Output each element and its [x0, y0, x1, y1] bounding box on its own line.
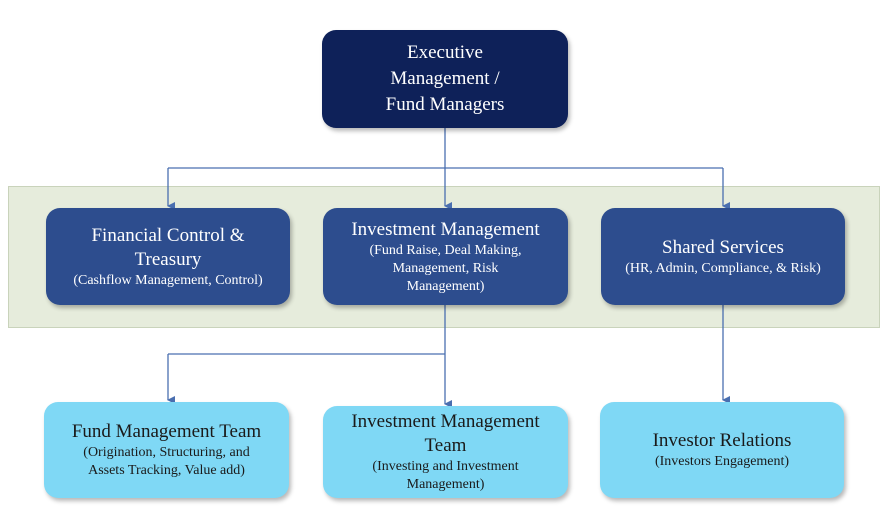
fund-management-team-box: Fund Management Team (Origination, Struc…	[44, 402, 289, 498]
investment-management-title: Investment Management	[351, 218, 540, 240]
investment-management-box: Investment Management (Fund Raise, Deal …	[323, 208, 568, 305]
investor-relations-subtitle: (Investors Engagement)	[654, 454, 790, 469]
investment-management-team-subtitle: (Investing and Investment Management)	[372, 459, 519, 492]
financial-control-subtitle: (Cashflow Management, Control)	[73, 272, 263, 288]
shared-services-box: Shared Services (HR, Admin, Compliance, …	[601, 208, 845, 305]
investor-relations-box: Investor Relations (Investors Engagement…	[600, 402, 844, 498]
financial-control-box: Financial Control & Treasury (Cashflow M…	[46, 208, 290, 305]
investor-relations-title: Investor Relations	[652, 430, 792, 451]
shared-services-title: Shared Services	[662, 236, 784, 258]
investment-management-subtitle: (Fund Raise, Deal Making, Management, Ri…	[369, 242, 522, 294]
executive-management-box: Executive Management / Fund Managers	[322, 30, 568, 128]
executive-management-title: Executive Management / Fund Managers	[385, 42, 505, 115]
shared-services-subtitle: (HR, Admin, Compliance, & Risk)	[625, 260, 821, 276]
financial-control-title: Financial Control & Treasury	[91, 224, 245, 270]
fund-management-team-title: Fund Management Team	[71, 421, 262, 442]
investment-management-team-box: Investment Management Team (Investing an…	[323, 406, 568, 498]
fund-management-team-subtitle: (Origination, Structuring, and Assets Tr…	[83, 445, 250, 478]
investment-management-team-title: Investment Management Team	[351, 411, 540, 456]
